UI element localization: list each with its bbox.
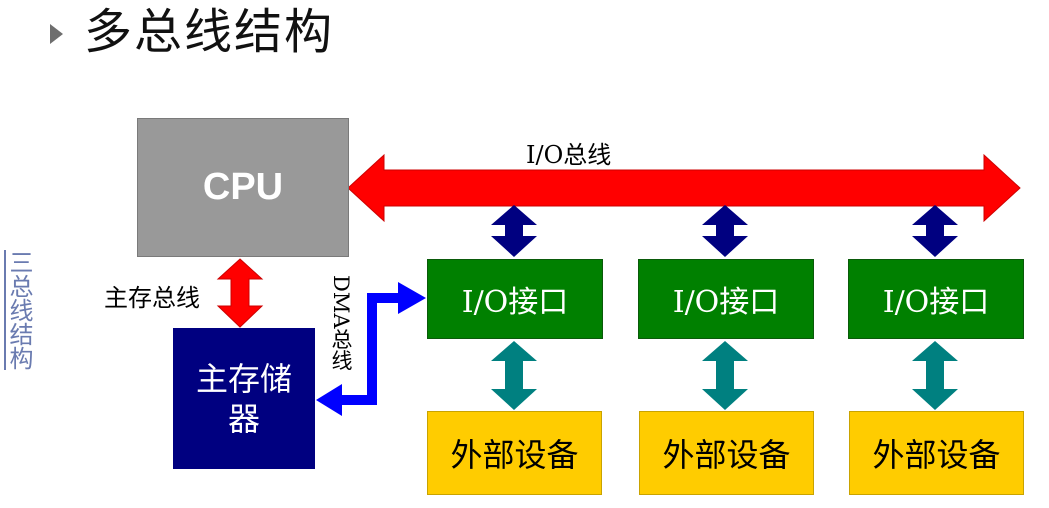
bus-to-interface-arrow-1 — [491, 205, 537, 257]
dma-bus-line — [336, 293, 400, 405]
main-memory-box: 主存储器 — [173, 328, 315, 469]
dma-arrow-head-left — [316, 384, 342, 416]
title-bullet-icon — [50, 24, 63, 44]
memory-bus-label: 主存总线 — [104, 284, 200, 312]
cpu-box: CPU — [137, 118, 349, 257]
io-interface-2: I/O接口 — [638, 259, 814, 339]
bus-to-interface-arrow-2 — [702, 205, 748, 257]
external-device-3: 外部设备 — [849, 411, 1024, 495]
io-bus-label: I/O总线 — [526, 141, 612, 169]
io-bus-arrow — [347, 153, 1021, 223]
page-title: 多总线结构 — [84, 4, 335, 60]
interface-to-device-arrow-2 — [702, 341, 748, 410]
io-interface-1: I/O接口 — [427, 259, 603, 339]
side-link-three-bus[interactable]: 三总线结构 — [5, 250, 33, 370]
memory-bus-arrow — [216, 258, 264, 328]
external-device-2: 外部设备 — [639, 411, 814, 495]
interface-to-device-arrow-1 — [491, 341, 537, 410]
interface-to-device-arrow-3 — [912, 341, 958, 410]
bus-to-interface-arrow-3 — [912, 205, 958, 257]
io-interface-3: I/O接口 — [848, 259, 1024, 339]
external-device-1: 外部设备 — [427, 411, 602, 495]
dma-bus-label: DMA总线 — [329, 275, 353, 371]
dma-arrow-head-right — [398, 282, 426, 314]
